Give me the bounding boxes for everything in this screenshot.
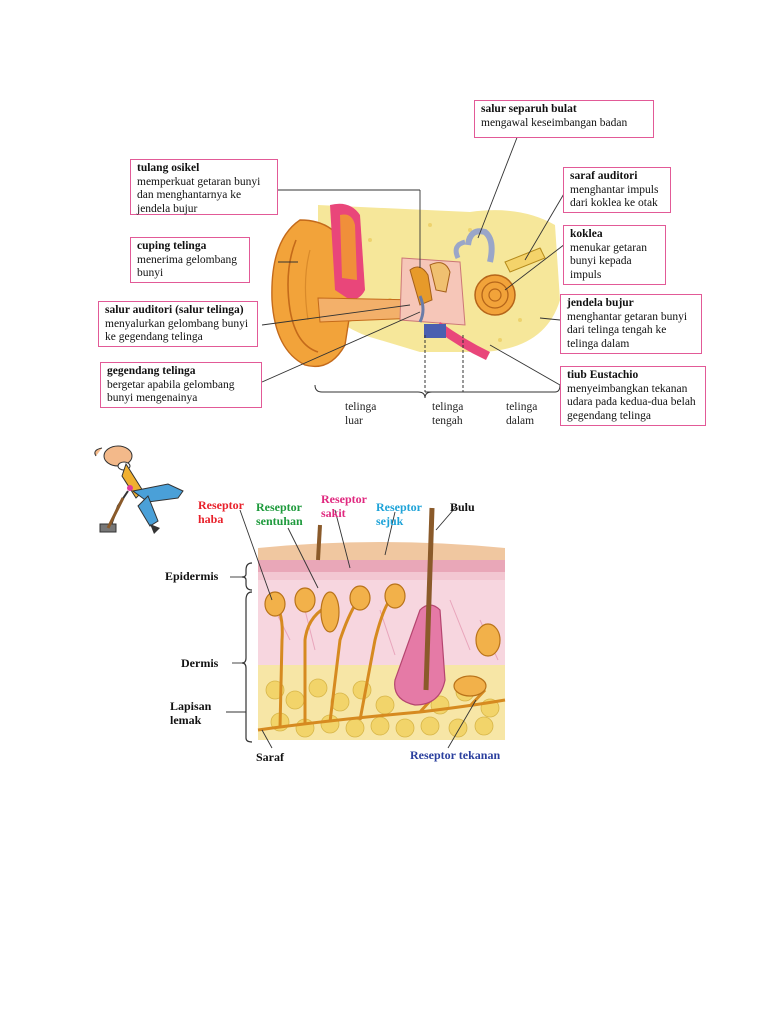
label-desc: bergetar apabila gelombang bunyi mengena… — [107, 378, 235, 405]
ear-illustration — [261, 134, 566, 399]
label-desc: menyalurkan gelombang bunyi ke gegendang… — [105, 317, 249, 344]
label-lapisan-lemak: Lapisan lemak — [170, 699, 212, 727]
label-reseptor-sakit: Reseptor sakit — [321, 492, 367, 520]
label-saraf: Saraf — [256, 750, 284, 764]
label-title: salur separuh bulat — [481, 103, 577, 115]
region-telinga-luar: telinga luar — [345, 401, 377, 427]
label-koklea: koklea menukar getaran bunyi kepada impu… — [563, 225, 666, 285]
label-dermis: Dermis — [181, 656, 219, 670]
label-desc: menghantar impuls dari koklea ke otak — [570, 183, 659, 210]
label-salur-auditori: salur auditori (salur telinga) menyalurk… — [98, 301, 258, 347]
label-bulu: Bulu — [450, 500, 475, 514]
label-cuping-telinga: cuping telinga menerima gelombang bunyi — [130, 237, 250, 283]
label-reseptor-sentuhan: Reseptor sentuhan — [256, 500, 303, 528]
label-desc: menukar getaran bunyi kepada impuls — [570, 241, 647, 281]
label-reseptor-sejuk: Reseptor sejuk — [376, 500, 422, 528]
label-reseptor-tekanan: Reseptor tekanan — [410, 748, 501, 762]
label-desc: memperkuat getaran bunyi dan menghantarn… — [137, 175, 261, 215]
label-title: tiub Eustachio — [567, 369, 639, 381]
hair-shaft-shape — [423, 507, 435, 691]
skin-illustration — [226, 507, 506, 749]
region-telinga-dalam: telinga dalam — [506, 401, 538, 427]
label-reseptor-haba: Reseptor haba — [198, 498, 244, 526]
label-desc: menyeimbangkan tekanan udara pada kedua-… — [567, 382, 696, 422]
label-tulang-osikel: tulang osikel memperkuat getaran bunyi d… — [130, 159, 278, 215]
cochlea-shape — [474, 274, 516, 316]
label-gegendang-telinga: gegendang telinga bergetar apabila gelom… — [100, 362, 262, 408]
label-jendela-bujur: jendela bujur menghantar getaran bunyi d… — [560, 294, 702, 354]
label-desc: menerima gelombang bunyi — [137, 253, 237, 280]
label-title: gegendang telinga — [107, 365, 196, 377]
label-tiub-eustachio: tiub Eustachio menyeimbangkan tekanan ud… — [560, 366, 706, 426]
label-title: tulang osikel — [137, 162, 200, 174]
label-desc: mengawal keseimbangan badan — [481, 116, 628, 129]
label-desc: menghantar getaran bunyi dari telinga te… — [567, 310, 688, 350]
label-title: salur auditori (salur telinga) — [105, 304, 244, 316]
label-title: koklea — [570, 228, 603, 240]
label-salur-separuh-bulat: salur separuh bulat mengawal keseimbanga… — [474, 100, 654, 138]
cartoon-man-hammer-icon — [94, 445, 184, 534]
region-telinga-tengah: telinga tengah — [432, 401, 464, 427]
label-title: jendela bujur — [567, 297, 634, 309]
label-epidermis: Epidermis — [165, 569, 219, 583]
label-title: cuping telinga — [137, 240, 207, 252]
label-saraf-auditori: saraf auditori menghantar impuls dari ko… — [563, 167, 671, 213]
label-title: saraf auditori — [570, 170, 638, 182]
